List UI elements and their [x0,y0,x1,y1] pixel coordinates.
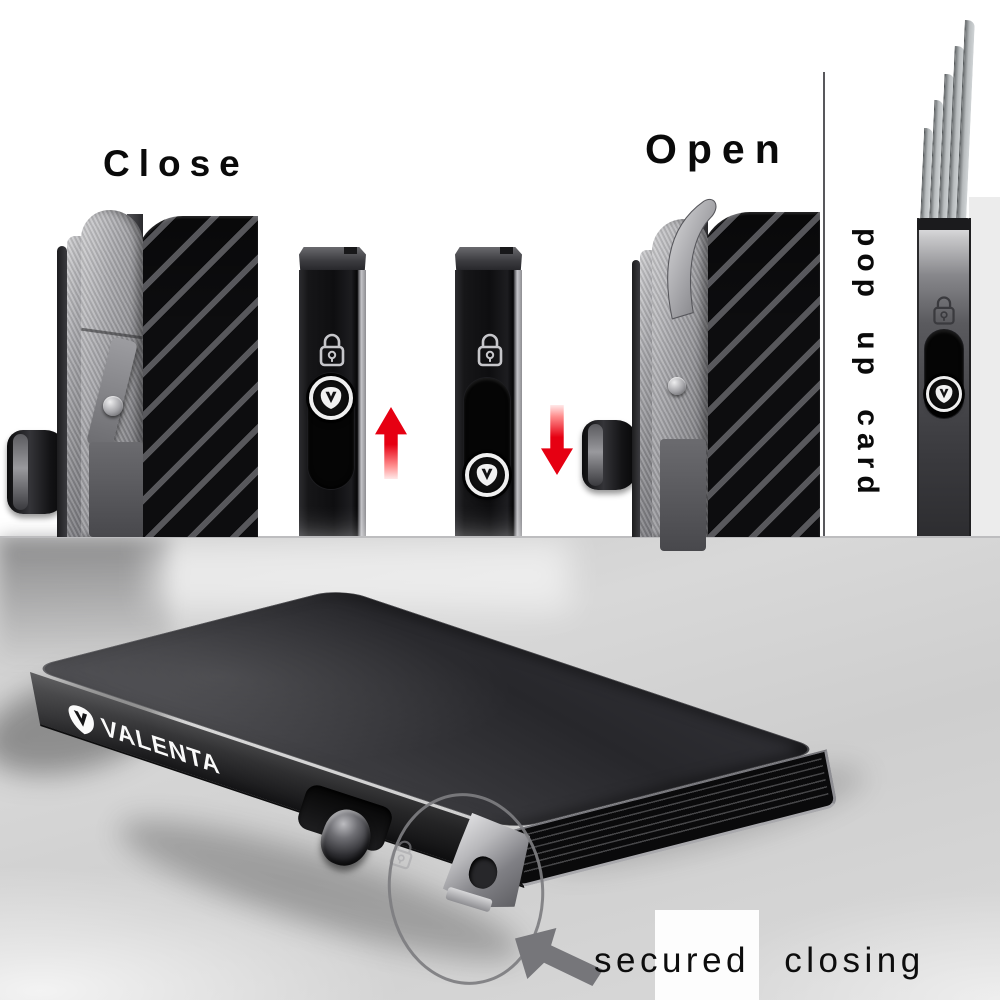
lock-icon [319,333,345,367]
up-arrow-icon [375,407,407,479]
valenta-shield-icon [66,702,97,739]
section-boundary [0,536,1000,538]
latch-lower-block [89,442,143,537]
open-hook [667,198,717,320]
latch-arm [81,210,143,537]
slider-top-cap [299,247,366,272]
slider-notch [500,247,513,254]
pivot-screw [103,396,123,416]
vertical-divider [823,72,825,537]
slider-button-down [465,453,509,497]
carbon-card-panel [700,212,820,537]
frame-strip-bright [640,250,654,537]
pop-up-card-label: pop up card [851,228,884,501]
valenta-shield-icon [476,464,498,486]
light-backdrop [969,197,1000,537]
slider-notch [344,247,357,254]
pivot-screw [668,377,686,395]
valenta-shield-icon [320,387,342,409]
knob-cap [588,424,603,486]
down-arrow-icon [541,405,573,475]
valenta-shield-icon [935,385,953,403]
edge-slider-locked [299,243,366,537]
latch-bar [86,336,138,450]
lock-icon [933,296,955,325]
background-white-patch [655,910,759,1000]
closed-latch-photo [7,208,258,537]
carbon-card-panel [135,216,258,537]
frame-strip-dark [57,246,67,537]
frame-strip-dark [632,260,640,537]
open-label: Open [645,126,790,172]
slider-top-cap [455,247,522,272]
secured-closing-label: secured closing [594,941,925,980]
lock-knob-side [582,420,638,490]
lock-icon [477,333,503,367]
close-label: Close [103,143,249,184]
edge-slider-unlocked [455,243,522,537]
open-latch-photo [582,198,822,551]
bar-top-cap [917,218,971,230]
latch-lower-block [660,439,706,551]
slider-button [926,376,962,412]
slider-button-up [309,376,353,420]
frame-strip-bright [67,236,83,537]
knob-cap [13,434,28,510]
holder-edge-bar [917,218,971,537]
latch-seam [81,327,143,340]
